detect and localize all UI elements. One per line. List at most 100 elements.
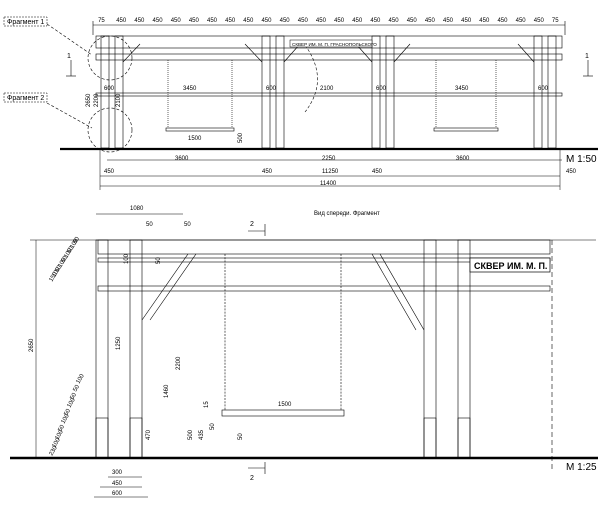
detail-mid-2: 2200 bbox=[176, 356, 182, 370]
stack-dim: 50 bbox=[64, 408, 73, 417]
sign-banner-bottom-text: СКВЕР ИМ. М. П. bbox=[474, 261, 547, 271]
pitch-dim: 450 bbox=[407, 18, 418, 24]
stack-dim: 230 bbox=[49, 445, 60, 457]
detail-mid-3: 470 bbox=[146, 429, 152, 440]
stack-dim: 100 bbox=[55, 429, 66, 441]
detail-post-dim-1: 50 bbox=[156, 257, 162, 264]
bottom-row2-2: 11250 bbox=[322, 169, 339, 175]
detail-bottom-dim-0: 300 bbox=[112, 470, 123, 476]
section-1-left: 1 bbox=[67, 53, 71, 60]
detail-mid-1: 1460 bbox=[164, 384, 170, 398]
left-vertical-0: 2650 bbox=[86, 93, 92, 107]
detail-bottom-dim-2: 600 bbox=[112, 491, 123, 497]
detail-post-dim-0: 100 bbox=[124, 253, 130, 264]
pitch-dim: 450 bbox=[280, 18, 291, 24]
pitch-dim: 450 bbox=[389, 18, 400, 24]
scale-top: М 1:50 bbox=[566, 154, 597, 165]
pitch-dim: 75 bbox=[552, 18, 559, 24]
bottom-row2-3: 450 bbox=[372, 169, 383, 175]
section-2-bottom: 2 bbox=[250, 475, 254, 482]
pitch-dim: 450 bbox=[134, 18, 145, 24]
row-dim-2: 600 bbox=[266, 86, 277, 92]
left-vertical-1: 2200 bbox=[94, 93, 100, 107]
pitch-dim: 450 bbox=[298, 18, 309, 24]
stack-dim: 50 bbox=[70, 392, 79, 401]
overall-width: 11400 bbox=[320, 181, 337, 187]
fragment-2-text: Фрагмент 2 bbox=[7, 95, 44, 102]
pitch-dim: 450 bbox=[516, 18, 527, 24]
fragment-1-label: Фрагмент 1 bbox=[3, 16, 48, 27]
view-title: Вид спереди. Фрагмент bbox=[314, 211, 380, 217]
detail-seat-dim-4: 50 bbox=[238, 433, 244, 440]
stack-dim: 50 bbox=[73, 384, 82, 393]
row-dim-5: 3450 bbox=[455, 86, 469, 92]
sign-banner-bottom: СКВЕР ИМ. М. П. bbox=[469, 257, 551, 273]
detail-seat-dim-3: 15 bbox=[204, 401, 210, 408]
pitch-dim: 450 bbox=[116, 18, 127, 24]
stack-dim: 50 bbox=[67, 245, 76, 254]
pitch-dim: 450 bbox=[225, 18, 236, 24]
stack-dim: 100 bbox=[76, 373, 87, 385]
pitch-dim: 450 bbox=[425, 18, 436, 24]
pitch-dimensions: 75 450 450 450 450 450 450 450 450 450 450 450 450 45… bbox=[98, 18, 559, 24]
fragment-2-label: Фрагмент 2 bbox=[3, 92, 48, 103]
scale-bottom: М 1:25 bbox=[566, 462, 597, 473]
sign-banner-top-text: СКВЕР ИМ. М. П. ГРАСНОПОЛЬСКОГО bbox=[292, 42, 377, 47]
front-view-overall bbox=[46, 21, 598, 190]
pitch-dim: 450 bbox=[334, 18, 345, 24]
pitch-dim: 450 bbox=[461, 18, 472, 24]
row-dim-0: 600 bbox=[104, 86, 115, 92]
pitch-dim: 450 bbox=[316, 18, 327, 24]
bottom-row1-0: 3600 bbox=[175, 156, 189, 162]
stack-dim: 100 bbox=[70, 238, 81, 250]
left-vertical-2: 2100 bbox=[116, 93, 122, 107]
stack-dim: 100 bbox=[52, 437, 63, 449]
pitch-dim: 450 bbox=[443, 18, 454, 24]
pitch-dim: 450 bbox=[534, 18, 545, 24]
stack-dim: 50 bbox=[73, 236, 82, 245]
stack-dim: 100 bbox=[58, 257, 69, 269]
detail-top-dim-1: 50 bbox=[146, 222, 153, 228]
stack-dim: 100 bbox=[67, 397, 78, 409]
sign-banner-top: СКВЕР ИМ. М. П. ГРАСНОПОЛЬСКОГО bbox=[289, 39, 377, 48]
stack-dim: 100 bbox=[52, 266, 63, 278]
pitch-dim: 450 bbox=[171, 18, 182, 24]
section-1-right: 1 bbox=[585, 53, 589, 60]
detail-seat-dim-1: 435 bbox=[199, 429, 205, 440]
pitch-dim: 450 bbox=[189, 18, 200, 24]
stack-dim: 50 bbox=[58, 424, 67, 433]
pitch-dim: 450 bbox=[370, 18, 381, 24]
bottom-row1-2: 3600 bbox=[456, 156, 470, 162]
detail-mid-0: 1250 bbox=[116, 336, 122, 350]
seat-width-top: 1500 bbox=[188, 136, 202, 142]
pitch-dim: 450 bbox=[352, 18, 363, 24]
seat-height-top: 500 bbox=[238, 132, 244, 143]
row-dim-6: 600 bbox=[538, 86, 549, 92]
row-dim-3: 2100 bbox=[320, 86, 334, 92]
detail-top-dim-0: 1080 bbox=[130, 206, 144, 212]
detail-seat-width: 1500 bbox=[278, 402, 292, 408]
bottom-row2-4: 450 bbox=[566, 169, 577, 175]
stack-dim: 50 bbox=[55, 264, 64, 273]
bottom-row2-1: 450 bbox=[262, 169, 273, 175]
pitch-dim: 450 bbox=[207, 18, 218, 24]
detail-seat-dim-0: 500 bbox=[188, 429, 194, 440]
row-dim-1: 3450 bbox=[183, 86, 197, 92]
pitch-dim: 450 bbox=[243, 18, 254, 24]
detail-top-dim-2: 50 bbox=[184, 222, 191, 228]
pitch-dim: 450 bbox=[479, 18, 490, 24]
section-2-top: 2 bbox=[250, 221, 254, 228]
stack-dim: 150 bbox=[49, 271, 60, 283]
fragment-1-text: Фрагмент 1 bbox=[7, 19, 44, 26]
stack-dim: 100 bbox=[64, 247, 75, 259]
detail-seat-dim-2: 50 bbox=[210, 423, 216, 430]
stack-dim: 100 bbox=[61, 413, 72, 425]
front-view-detail bbox=[10, 213, 598, 498]
row-dim-4: 600 bbox=[376, 86, 387, 92]
bottom-row2-0: 450 bbox=[104, 169, 115, 175]
detail-bottom-dim-1: 450 bbox=[112, 481, 123, 487]
pitch-dim: 450 bbox=[153, 18, 164, 24]
